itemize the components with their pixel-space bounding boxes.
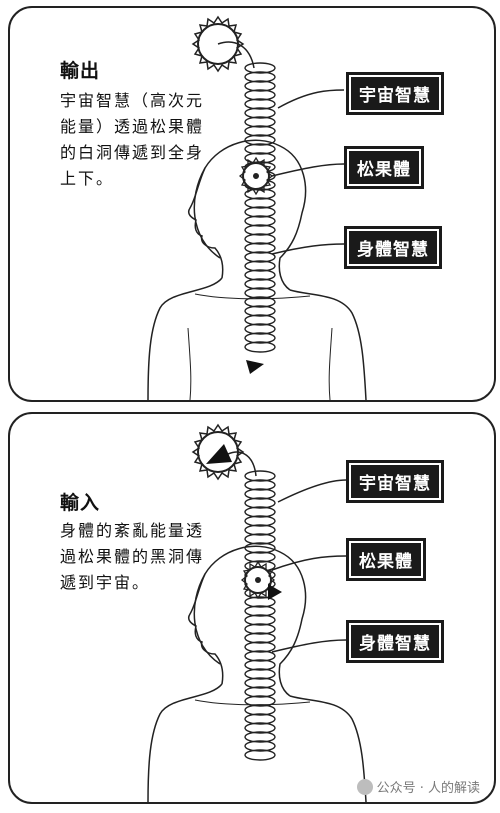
- down-arrow-icon: [246, 360, 264, 374]
- spiral-coil: [244, 260, 276, 272]
- spiral-coil: [244, 614, 276, 626]
- spiral-coil: [244, 233, 276, 245]
- connector-cosmic: [277, 89, 345, 109]
- spiral-coil: [244, 524, 276, 536]
- spiral-coil: [244, 659, 276, 671]
- spiral-coil: [244, 668, 276, 680]
- input-description: 身體的紊亂能量透過松果體的黑洞傳遞到宇宙。: [60, 521, 205, 592]
- spiral-coil: [244, 488, 276, 500]
- spiral-coil: [244, 242, 276, 254]
- input-panel: 輸入 身體的紊亂能量透過松果體的黑洞傳遞到宇宙。 宇宙智慧 松果體 身體智慧 公…: [8, 412, 496, 804]
- spiral-coil: [244, 71, 276, 83]
- shoulders: [147, 683, 367, 802]
- shoulders: [147, 277, 367, 400]
- label-cosmic-wisdom: 宇宙智慧: [346, 460, 444, 503]
- spiral-coil: [244, 470, 276, 482]
- spiral-coil: [244, 215, 276, 227]
- spiral-coil: [244, 80, 276, 92]
- spiral-coil: [244, 713, 276, 725]
- label-pineal: 松果體: [344, 146, 424, 189]
- pineal-gland-icon: [240, 560, 276, 600]
- spiral-coil: [244, 332, 276, 344]
- connector-pineal: [271, 163, 345, 177]
- spiral-coil: [244, 740, 276, 752]
- label-cosmic-wisdom: 宇宙智慧: [346, 72, 444, 115]
- label-body-wisdom: 身體智慧: [346, 620, 444, 663]
- spiral-coil: [244, 722, 276, 734]
- spiral-coil: [244, 677, 276, 689]
- pineal-gland-icon: [238, 156, 274, 196]
- spiral-coil: [244, 686, 276, 698]
- spiral-coil: [244, 341, 276, 353]
- spiral-coil: [244, 704, 276, 716]
- pineal-arrow-icon: [268, 584, 282, 600]
- spiral-coil: [244, 89, 276, 101]
- spiral-coil: [244, 107, 276, 119]
- spiral-coil: [244, 305, 276, 317]
- watermark-text: 公众号 · 人的解读: [376, 781, 480, 796]
- spiral-coil: [244, 650, 276, 662]
- spiral-coil: [244, 251, 276, 263]
- spiral-coil: [244, 62, 276, 74]
- spiral-coil: [244, 731, 276, 743]
- spiral-coil: [244, 323, 276, 335]
- spiral-coil: [244, 506, 276, 518]
- output-diagram: [147, 15, 367, 400]
- spiral-coil: [244, 596, 276, 608]
- spiral-coil: [244, 269, 276, 281]
- energy-spiral: [244, 62, 276, 353]
- spiral-coil: [244, 296, 276, 308]
- spiral-coil: [244, 749, 276, 761]
- spiral-coil: [244, 206, 276, 218]
- output-panel: 輸出 宇宙智慧（高次元能量）透過松果體的白洞傳遞到全身上下。 宇宙智慧 松果體 …: [8, 6, 496, 402]
- spiral-coil: [244, 605, 276, 617]
- watermark: 公众号 · 人的解读: [356, 777, 480, 796]
- spiral-coil: [244, 515, 276, 527]
- spiral-coil: [244, 479, 276, 491]
- spiral-coil: [244, 551, 276, 563]
- connector-pineal: [271, 555, 347, 571]
- connector-body: [271, 639, 347, 653]
- spiral-coil: [244, 224, 276, 236]
- spiral-coil: [244, 116, 276, 128]
- spiral-coil: [244, 623, 276, 635]
- output-heading: 輸出: [60, 60, 101, 82]
- input-diagram: [147, 423, 367, 802]
- spiral-coil: [244, 695, 276, 707]
- spiral-coil: [244, 143, 276, 155]
- spiral-coil: [244, 542, 276, 554]
- connector-body: [271, 243, 345, 255]
- spiral-coil: [244, 98, 276, 110]
- spiral-coil: [244, 278, 276, 290]
- spiral-coil: [244, 497, 276, 509]
- spiral-coil: [244, 314, 276, 326]
- up-arrow-icon: [206, 444, 232, 464]
- input-heading: 輸入: [60, 492, 101, 514]
- label-body-wisdom: 身體智慧: [344, 226, 442, 269]
- chest-line: [187, 327, 333, 400]
- spiral-coil: [244, 125, 276, 137]
- face-profile: [187, 573, 224, 685]
- wechat-icon: [356, 778, 373, 795]
- spiral-coil: [244, 641, 276, 653]
- connector-cosmic: [277, 479, 347, 503]
- collar-line: [194, 699, 311, 706]
- output-description: 宇宙智慧（高次元能量）透過松果體的白洞傳遞到全身上下。: [60, 91, 205, 188]
- spiral-coil: [244, 134, 276, 146]
- label-pineal: 松果體: [346, 538, 426, 581]
- energy-spiral: [244, 470, 276, 761]
- spiral-coil: [244, 287, 276, 299]
- spiral-coil: [244, 197, 276, 209]
- spiral-coil: [244, 533, 276, 545]
- spiral-coil: [244, 632, 276, 644]
- face-profile: [187, 167, 224, 279]
